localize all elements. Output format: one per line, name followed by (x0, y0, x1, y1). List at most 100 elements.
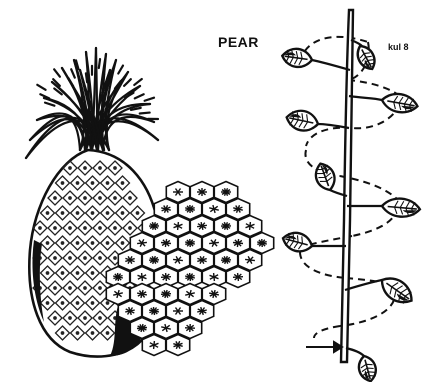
hexagon-mark (154, 341, 155, 349)
pineapple-scale-eye (61, 332, 63, 334)
pineapple-scale-eye (46, 272, 48, 274)
pineapple-scale-eye (76, 272, 78, 274)
pineapple-scale-eye (84, 167, 86, 169)
pineapple-scale-eye (61, 302, 63, 304)
crown-bristle (99, 59, 100, 68)
hexagon-mark (233, 243, 243, 244)
crown-bristle (145, 98, 154, 101)
pineapple-scale-eye (54, 287, 56, 289)
figure-title: PEAR (218, 34, 259, 50)
crown-bristle (124, 79, 131, 86)
spiral-segment (300, 252, 346, 278)
arrow-icon (306, 342, 342, 352)
crown-bristle (37, 85, 45, 90)
pineapple-scale-eye (54, 317, 56, 319)
stem-diagram (281, 10, 421, 382)
leaf (381, 197, 420, 218)
pineapple-scale-eye (76, 182, 78, 184)
pineapple-scale-eye (114, 257, 116, 259)
leaf (281, 47, 313, 69)
pineapple-scale-eye (114, 197, 116, 199)
pineapple-scale-eye (69, 257, 71, 259)
crown-bristle (71, 69, 75, 77)
pineapple-scale-eye (129, 197, 131, 199)
pineapple-scale-eye (76, 302, 78, 304)
leaf-stalk (346, 348, 364, 356)
pineapple-scale-eye (61, 272, 63, 274)
leaf-stalk (345, 280, 382, 290)
pineapple-scale-eye (106, 182, 108, 184)
pineapple-scale-eye (54, 197, 56, 199)
leaf (356, 354, 379, 382)
hexagon-mark (161, 243, 171, 244)
pineapple-scale-eye (84, 227, 86, 229)
stem (341, 10, 353, 362)
crown-bristle (54, 69, 60, 76)
crown-bristle (45, 103, 54, 106)
crown-bristle (140, 113, 150, 114)
pineapple-scale-eye (99, 317, 101, 319)
pineapple-scale-eye (106, 212, 108, 214)
pineapple-scale-eye (121, 182, 123, 184)
pineapple-scale-eye (54, 257, 56, 259)
pineapple-scale-eye (69, 317, 71, 319)
pineapple-scale-eye (54, 227, 56, 229)
pineapple-scale-eye (106, 302, 108, 304)
leaf (281, 230, 315, 255)
pineapple-scale-eye (76, 212, 78, 214)
hexagon-mark (154, 307, 155, 315)
pineapple-scale-eye (91, 242, 93, 244)
pineapple-scale-eye (106, 332, 108, 334)
pineapple-scale-eye (136, 212, 138, 214)
crown-bristle (118, 66, 123, 74)
crown-bristle (135, 94, 144, 98)
leaf-stalk (349, 96, 382, 100)
pineapple-scale-eye (84, 197, 86, 199)
pineapple-scale-eye (114, 227, 116, 229)
pineapple-scale-eye (76, 242, 78, 244)
pineapple-scale-eye (91, 332, 93, 334)
pineapple-scale-eye (91, 212, 93, 214)
corner-note: kul 8 (388, 42, 409, 52)
pineapple-scale-eye (84, 287, 86, 289)
pineapple-scale-eye (46, 212, 48, 214)
pineapple-scale-eye (46, 302, 48, 304)
leaf (312, 161, 338, 193)
leaf (380, 91, 419, 115)
pineapple-scale-eye (91, 272, 93, 274)
crown-bristle (86, 73, 87, 82)
pineapple-scale-eye (99, 167, 101, 169)
pineapple-scale-eye (99, 287, 101, 289)
pineapple-scale-eye (84, 257, 86, 259)
pineapple-scale-eye (46, 242, 48, 244)
pineapple-scale-eye (99, 197, 101, 199)
pineapple-scale-eye (84, 317, 86, 319)
pineapple-scale-eye (69, 227, 71, 229)
pineapple-scale-eye (129, 227, 131, 229)
pineapple-scale-eye (61, 182, 63, 184)
pineapple-scale-eye (76, 332, 78, 334)
pineapple-scale-eye (121, 212, 123, 214)
leaf (353, 42, 378, 72)
pineapple-crown (26, 48, 158, 158)
pineapple-scale-eye (69, 197, 71, 199)
pineapple-scale-eye (91, 302, 93, 304)
leaf-stalk (312, 60, 350, 70)
pineapple-scale-eye (121, 242, 123, 244)
pineapple-scale-eye (99, 257, 101, 259)
leaf (285, 108, 320, 134)
pineapple-scale-eye (106, 242, 108, 244)
pineapple-scale-eye (99, 227, 101, 229)
spiral-segment (314, 326, 340, 338)
pineapple-scale-eye (114, 167, 116, 169)
pineapple-scale-eye (61, 242, 63, 244)
pineapple-scale-eye (91, 182, 93, 184)
leaf (376, 272, 417, 309)
pineapple-scale-eye (69, 167, 71, 169)
pineapple-scale-eye (61, 212, 63, 214)
pineapple-scale-eye (69, 287, 71, 289)
pineapple-scale-eye (39, 227, 41, 229)
crown-bristle (134, 79, 142, 85)
